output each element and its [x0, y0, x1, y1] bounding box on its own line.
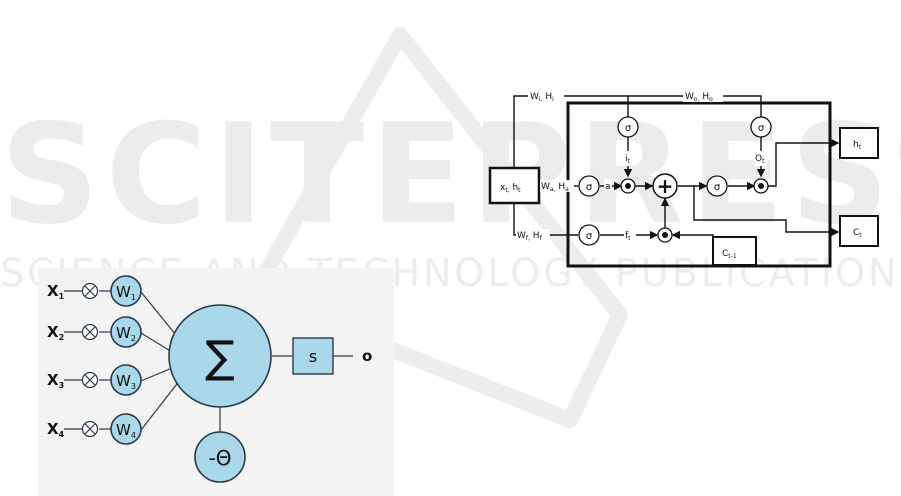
ht-output-box — [840, 128, 878, 158]
mid-weight-label: Wa, Ha — [541, 182, 569, 193]
input-label: xt, ht — [500, 183, 521, 194]
activation-label: s — [309, 347, 317, 366]
sigma-gate-cell: σ — [707, 176, 727, 196]
svg-text:σ: σ — [714, 182, 721, 193]
perceptron-diagram: X1 W1 X2 W2 X3 — [38, 268, 394, 496]
multiply-icon — [83, 325, 98, 340]
threshold-label: -Θ — [209, 446, 232, 470]
svg-text:+: + — [657, 174, 674, 198]
product-node-forget — [658, 228, 672, 242]
svg-text:σ: σ — [625, 123, 632, 134]
bottom-weight-label: Wf, Hf — [517, 231, 543, 242]
a-label: a — [605, 182, 611, 192]
sigma-gate-input: σ — [618, 117, 638, 137]
top-left-weight-label: Wi, Hi — [530, 92, 554, 103]
sigma-gate-output: σ — [751, 117, 771, 137]
top-right-weight-label: Wo, Ho — [685, 92, 713, 103]
product-node-output — [754, 179, 768, 193]
multiply-icon — [83, 373, 98, 388]
c-prev-box — [713, 237, 756, 265]
sigma-gate-forget: σ — [579, 225, 599, 245]
output-label: o — [362, 347, 372, 365]
svg-text:σ: σ — [586, 182, 593, 193]
product-node-input — [621, 179, 635, 193]
svg-text:σ: σ — [758, 123, 765, 134]
plus-node: + — [653, 174, 677, 198]
multiply-icon — [83, 284, 98, 299]
svg-text:σ: σ — [586, 231, 593, 242]
summation-symbol: ∑ — [205, 332, 235, 383]
multiply-icon — [83, 422, 98, 437]
sigma-gate-candidate: σ — [579, 176, 599, 196]
